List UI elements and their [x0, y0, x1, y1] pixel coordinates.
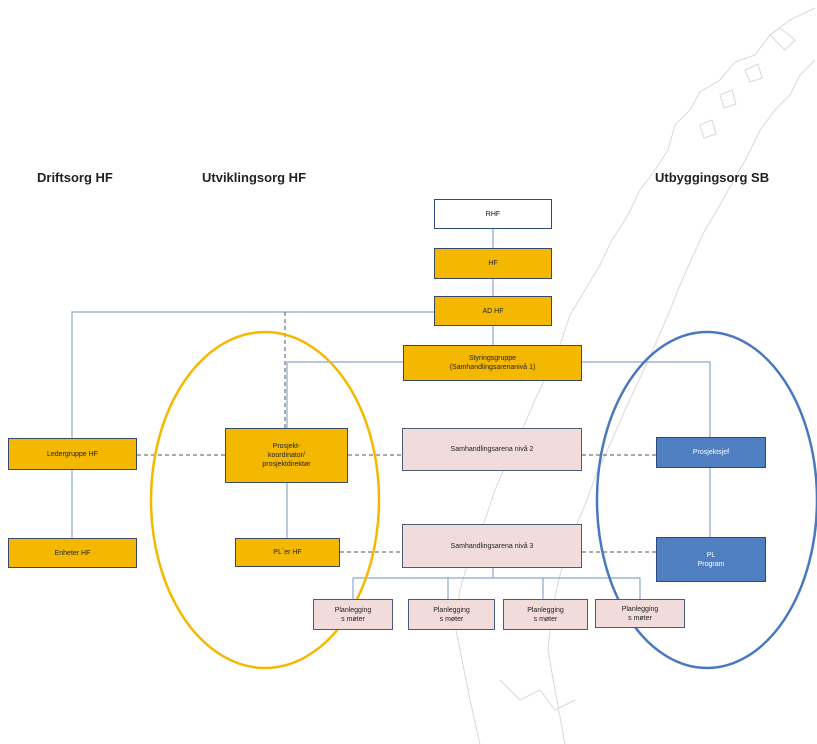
box-rhf: RHF	[434, 199, 552, 229]
box-enheter-label: Enheter HF	[54, 549, 91, 557]
box-planlegging-1-label: Planlegging s møter	[334, 606, 372, 623]
line-sty-prosjektsjef	[582, 361, 711, 437]
box-ledergruppe-label: Ledergruppe HF	[47, 450, 98, 458]
dashed-lines	[137, 312, 656, 553]
box-styringsgruppe: Styringsgruppe (Samhandlingsarenanivå 1)	[403, 345, 582, 381]
box-planlegging-3: Planlegging s møter	[503, 599, 588, 630]
box-ad-hf-label: AD HF	[482, 307, 504, 315]
box-planlegging-2: Planlegging s møter	[408, 599, 495, 630]
blue-ellipse	[595, 330, 817, 670]
box-hf: HF	[434, 248, 552, 279]
box-pl-er: PL`er HF	[235, 538, 340, 567]
column-title-utviklingsorg: Utviklingsorg HF	[202, 170, 307, 185]
box-samhandling-niva-2-label: Samhandlingsarena nivå 2	[450, 446, 534, 453]
box-planlegging-3-label: Planlegging s møter	[527, 606, 564, 623]
box-prosjektsjef: Prosjektsjef	[656, 437, 766, 468]
box-samhandling-niva-3: Samhandlingsarena nivå 3	[402, 524, 582, 568]
box-planlegging-2-label: Planlegging s møter	[433, 606, 470, 623]
connector-lines	[71, 229, 711, 599]
box-enheter: Enheter HF	[8, 538, 137, 568]
box-styringsgruppe-label: Styringsgruppe (Samhandlingsarenanivå 1)	[449, 355, 536, 371]
box-ledergruppe: Ledergruppe HF	[8, 438, 137, 470]
box-planlegging-4-label: Planlegging s møter	[621, 605, 659, 622]
box-samhandling-niva-3-label: Samhandlingsarena nivå 3	[450, 542, 534, 550]
box-ad-hf: AD HF	[434, 296, 552, 326]
box-samhandling-niva-2: Samhandlingsarena nivå 2	[402, 428, 582, 471]
line-sty-prosjektkoordinator	[286, 361, 403, 428]
box-planlegging-1: Planlegging s møter	[313, 599, 393, 630]
box-pl-er-label: PL`er HF	[273, 549, 302, 556]
box-prosjektkoordinator: Prosjekt- koordinator/ prosjektdirektør	[225, 428, 348, 483]
orange-ellipse	[149, 330, 381, 670]
column-title-utbyggingsorg: Utbyggingsorg SB	[655, 170, 770, 185]
line-ad-ledergruppe	[71, 311, 434, 438]
box-pl-program: PL Program	[656, 537, 766, 582]
box-prosjektsjef-label: Prosjektsjef	[692, 449, 730, 456]
box-planlegging-4: Planlegging s møter	[595, 599, 685, 628]
box-pl-program-label: PL Program	[697, 551, 725, 568]
box-hf-label: HF	[488, 260, 498, 267]
box-prosjektkoordinator-label: Prosjekt- koordinator/ prosjektdirektør	[262, 443, 311, 468]
column-title-driftsorg: Driftsorg HF	[37, 170, 113, 185]
box-rhf-label: RHF	[485, 210, 501, 218]
